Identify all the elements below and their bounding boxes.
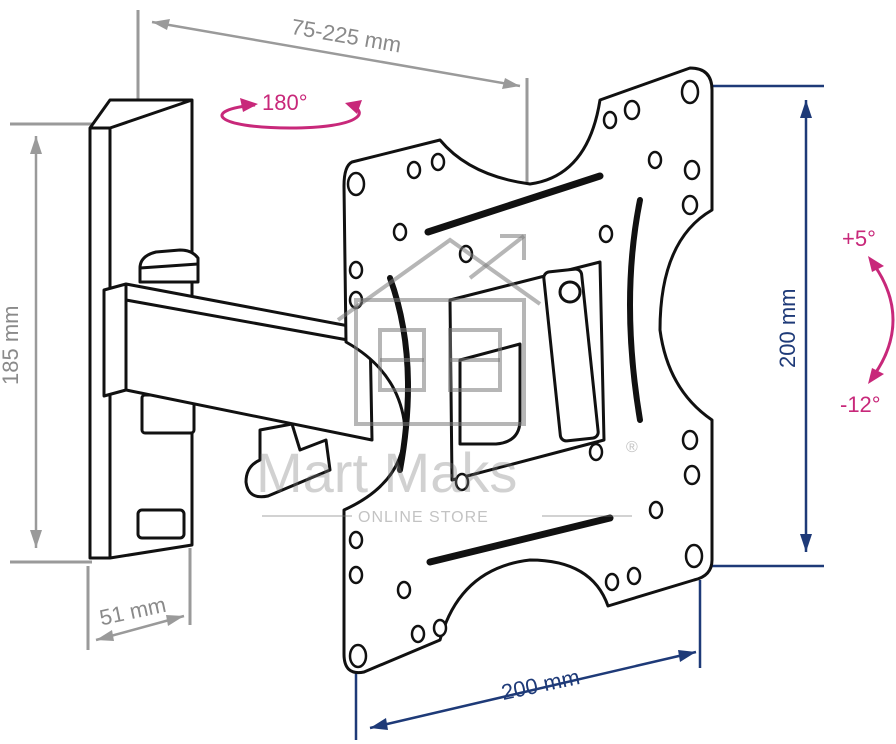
height-label: 185 mm [0, 306, 23, 385]
mounting-holes [346, 79, 704, 669]
watermark-brand: Mart Maks [256, 441, 517, 504]
vesa-range-label: 75-225 mm [289, 14, 403, 58]
tilt-indicator: +5° -12° [840, 226, 895, 417]
rotation-label: 180° [262, 90, 308, 115]
tv-plate [342, 66, 714, 675]
depth-dimension: 51 mm [86, 548, 192, 650]
tilt-down-label: -12° [840, 392, 881, 417]
swing-arm [102, 282, 374, 499]
watermark-logo [336, 234, 542, 426]
vesa-width-label: 200 mm [499, 664, 582, 705]
watermark-registered: ® [626, 439, 639, 456]
tilt-up-label: +5° [842, 226, 876, 251]
watermark: Mart Maks ® ONLINE STORE [256, 234, 639, 526]
height-dimension: 185 mm [0, 122, 92, 564]
watermark-tagline: ONLINE STORE [358, 509, 489, 526]
vesa-height-label: 200 mm [775, 289, 800, 368]
depth-label: 51 mm [97, 592, 168, 630]
vesa-range-dimension: 75-225 mm [136, 10, 529, 188]
rotation-indicator: 180° [220, 90, 362, 130]
vesa-height-dimension: 200 mm [702, 84, 824, 568]
